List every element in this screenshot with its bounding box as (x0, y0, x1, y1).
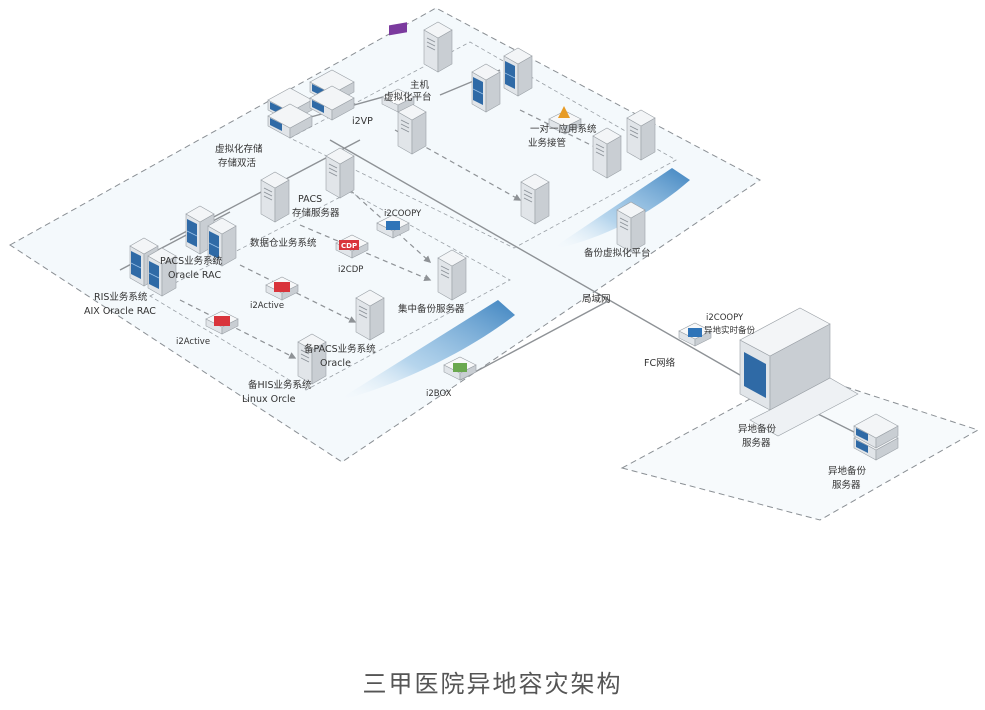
label-backup-virt: 备份虚拟化平台 (584, 247, 651, 259)
label-i2box: i2BOX (426, 389, 452, 399)
label-central-backup: 集中备份服务器 (398, 303, 465, 315)
server-icon (616, 201, 646, 253)
figure-caption: 三甲医院异地容灾架构 (362, 670, 623, 698)
server-icon (325, 147, 355, 199)
label-remote-storage-2: 服务器 (832, 479, 861, 491)
label-remote-storage-1: 异地备份 (828, 465, 867, 477)
server-icon (592, 127, 622, 179)
remote-backup-server (739, 307, 859, 437)
label-fc: FC网络 (644, 357, 676, 369)
label-remote-server-1: 异地备份 (738, 423, 777, 435)
server-icon (437, 249, 467, 301)
label-one2one-1: 一对一应用系统 (530, 123, 597, 135)
i2box-badge (453, 363, 467, 372)
server-icon (423, 21, 453, 73)
label-ris-2: AIX Oracle RAC (84, 306, 156, 317)
label-bak-pacs-1: 备PACS业务系统 (304, 343, 376, 355)
label-pacs-2: Oracle RAC (168, 270, 221, 281)
cdp-badge (339, 240, 359, 250)
label-i2vp: i2VP (352, 116, 373, 127)
label-remote-coopy-2: 异地实时备份 (704, 325, 756, 336)
cdp-badge-label: CDP (341, 242, 357, 250)
label-i2active-2: i2Active (176, 337, 210, 347)
label-pacs-store-2: 存储服务器 (292, 207, 340, 219)
label-i2active-1: i2Active (250, 301, 284, 311)
label-virt-platform: 虚拟化平台 (384, 91, 432, 103)
labels: 主机 虚拟化平台 i2VP 一对一应用系统 业务接管 虚拟化存储 存储双活 PA… (84, 79, 867, 491)
server-icon (355, 289, 385, 341)
label-one2one-2: 业务接管 (528, 137, 566, 149)
beam-link-icon (335, 300, 515, 402)
label-i2cdp: i2CDP (338, 265, 363, 275)
label-pacs-1: PACS业务系统 (160, 255, 223, 267)
active-badge (274, 282, 290, 292)
coopy-badge (386, 221, 400, 230)
label-host: 主机 (410, 79, 430, 91)
label-pacs-store-1: PACS (298, 194, 322, 205)
label-ris-1: RIS业务系统 (94, 291, 148, 303)
vp-badge-label: VP (391, 96, 403, 105)
label-remote-server-2: 服务器 (742, 437, 771, 449)
virtualization-subzone (289, 41, 677, 249)
server-icon (520, 173, 550, 225)
label-lan: 局域网 (582, 293, 611, 305)
label-bak-pacs-2: Oracle (320, 358, 351, 369)
coopy-remote-badge (688, 328, 702, 337)
server-icon (626, 109, 656, 161)
label-dw: 数据仓业务系统 (250, 237, 317, 249)
label-remote-coopy-1: i2COOPY (706, 313, 744, 323)
active-badge (214, 316, 230, 326)
warning-icon (558, 106, 570, 118)
primary-site-zone (9, 7, 761, 463)
server-icon (471, 63, 501, 113)
label-bak-his-1: 备HIS业务系统 (248, 379, 312, 391)
remote-site-zone (620, 371, 980, 521)
server-icon (503, 47, 533, 97)
label-i2coopy: i2COOPY (384, 209, 422, 219)
server-icon (397, 103, 427, 155)
backup-subzone (149, 191, 511, 391)
label-storage-2: 存储双活 (218, 157, 257, 169)
server-icon (260, 171, 290, 223)
label-storage-1: 虚拟化存储 (215, 143, 263, 155)
vp-badge (389, 22, 407, 36)
label-bak-his-2: Linux Orcle (242, 394, 296, 405)
